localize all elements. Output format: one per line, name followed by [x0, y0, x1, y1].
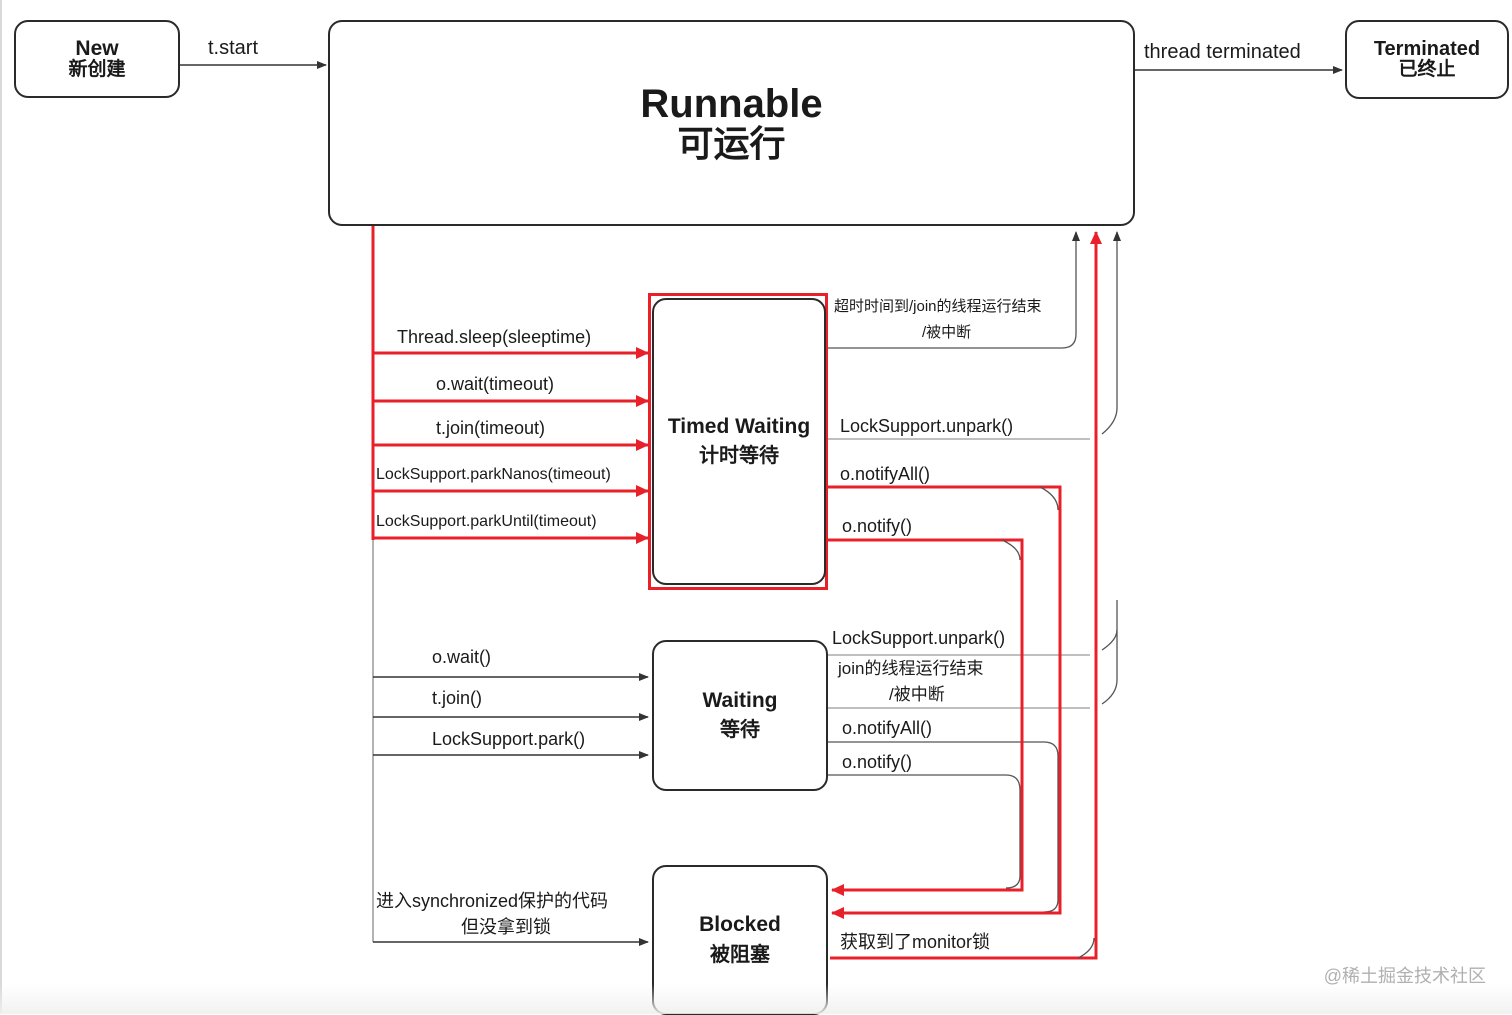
label-thread-terminated: thread terminated: [1144, 41, 1301, 63]
terminated-label-zh: 已终止: [1398, 59, 1456, 81]
terminated-label-en: Terminated: [1373, 38, 1481, 61]
left-edge: [0, 0, 2, 1014]
red-notify: [828, 538, 1024, 896]
label-timeout-line2: /被中断: [922, 324, 972, 341]
state-new: New 新创建: [14, 20, 180, 98]
label-join: t.join(): [432, 688, 483, 708]
timed-waiting-label-zh: 计时等待: [699, 445, 779, 468]
label-join-line1: join的线程运行结束: [838, 659, 984, 678]
red-notifyall: [828, 485, 1062, 919]
timed-waiting-label-en: Timed Waiting: [667, 414, 811, 438]
wait-notifyall-curve: [828, 741, 1059, 913]
watermark: @稀土掘金技术社区: [1323, 966, 1486, 986]
state-terminated: Terminated 已终止: [1345, 20, 1509, 99]
blocked-label-zh: 被阻塞: [710, 943, 770, 966]
label-sleep: Thread.sleep(sleeptime): [397, 327, 592, 347]
label-wait-timeout: o.wait(timeout): [436, 374, 555, 394]
new-label-zh: 新创建: [68, 59, 126, 81]
state-timed-waiting: Timed Waiting 计时等待: [652, 298, 826, 585]
label-sync-line1: 进入synchronized保护的代码: [376, 891, 609, 911]
state-runnable: Runnable 可运行: [328, 20, 1135, 226]
return-timeout: [828, 231, 1080, 349]
label-parknanos: LockSupport.parkNanos(timeout): [376, 466, 611, 483]
state-waiting: Waiting 等待: [652, 640, 828, 791]
blocked-label-en: Blocked: [699, 913, 781, 937]
label-unpark-waiting: LockSupport.unpark(): [832, 628, 1006, 648]
waiting-label-en: Waiting: [702, 688, 778, 712]
label-notify-timed: o.notify(): [842, 516, 913, 536]
red-monitor: [830, 231, 1102, 960]
label-park: LockSupport.park(): [432, 729, 586, 749]
new-label-en: New: [75, 37, 119, 60]
label-notifyall-timed: o.notifyAll(): [840, 464, 931, 484]
label-monitor: 获取到了monitor锁: [840, 932, 991, 952]
label-sync-line2: 但没拿到锁: [461, 917, 551, 937]
label-join-timeout: t.join(timeout): [436, 418, 546, 438]
label-timeout-line1: 超时时间到/join的线程运行结束: [834, 298, 1042, 315]
runnable-label-zh: 可运行: [677, 123, 786, 165]
label-join-line2: /被中断: [889, 685, 945, 704]
bottom-fade: [0, 984, 1512, 1014]
timed-waiting-highlight: [648, 293, 828, 590]
label-unpark-timed: LockSupport.unpark(): [840, 416, 1014, 436]
runnable-label-en: Runnable: [640, 82, 823, 127]
wait-notify-curve: [828, 774, 1021, 889]
label-notify-waiting: o.notify(): [842, 752, 913, 772]
label-wait: o.wait(): [432, 647, 492, 667]
label-start: t.start: [208, 37, 259, 59]
label-parkuntil: LockSupport.parkUntil(timeout): [376, 513, 597, 530]
label-notifyall-waiting: o.notifyAll(): [842, 718, 933, 738]
waiting-label-zh: 等待: [720, 719, 760, 742]
